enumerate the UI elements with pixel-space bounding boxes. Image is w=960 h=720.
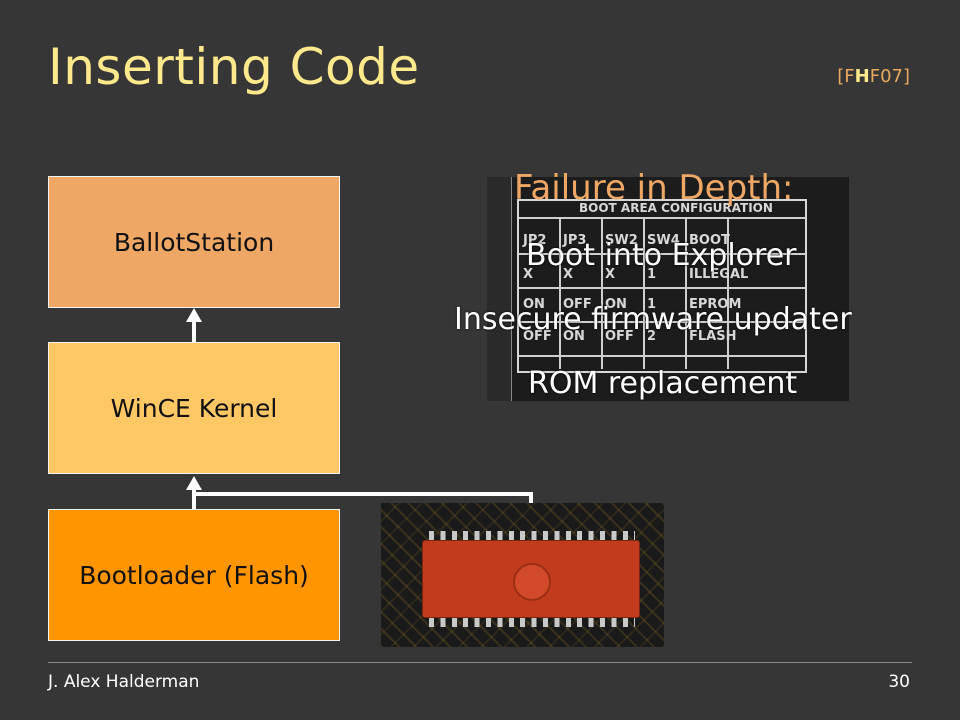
arrow-kernel-to-ballot-head (186, 308, 202, 322)
table-line (727, 217, 729, 369)
bootloader-box: Bootloader (Flash) (48, 509, 340, 641)
config-column-label: BOOT (689, 233, 730, 248)
config-cell: X (523, 267, 534, 282)
failure-heading: Failure in Depth: (514, 168, 794, 208)
table-line (685, 217, 687, 369)
config-cell: ON (523, 297, 545, 312)
table-line (601, 217, 603, 369)
arrow-boot-to-kernel-head (186, 476, 202, 490)
table-line (519, 355, 805, 357)
config-cell: X (605, 267, 616, 282)
citation-bold: H (854, 66, 870, 87)
chip-pins-bottom (429, 617, 635, 627)
failure-item-boot-explorer: Boot into Explorer (526, 238, 797, 273)
table-line (519, 287, 805, 289)
page-number: 30 (888, 672, 910, 692)
slide-title: Inserting Code (48, 38, 420, 96)
config-cell: 1 (647, 297, 657, 312)
footer-divider (48, 662, 912, 663)
board-edge (487, 177, 512, 401)
citation-close: F07] (869, 66, 910, 87)
config-column-label: SW4 (647, 233, 680, 248)
config-cell: EPROM (689, 297, 742, 312)
table-line (559, 217, 561, 369)
config-column-label: JP3 (563, 233, 587, 248)
config-cell: X (563, 267, 574, 282)
boot-config-table: BOOT AREA CONFIGURATION JP2 JP3 SW2 SW4 BOOT X… (517, 199, 807, 373)
wince-kernel-label: WinCE Kernel (110, 393, 278, 423)
config-cell: ON (605, 297, 627, 312)
ballotstation-box: BallotStation (48, 176, 340, 308)
table-line (643, 217, 645, 369)
config-cell: OFF (523, 329, 552, 344)
table-line (519, 253, 805, 255)
config-cell: ILLEGAL (689, 267, 749, 282)
config-cell: ON (563, 329, 585, 344)
config-cell: OFF (563, 297, 592, 312)
ballotstation-label: BallotStation (113, 227, 275, 257)
config-cell: OFF (605, 329, 634, 344)
wince-kernel-box: WinCE Kernel (48, 342, 340, 474)
citation-open: [F (837, 66, 855, 87)
table-line (519, 217, 805, 219)
failure-item-rom-replacement: ROM replacement (528, 366, 798, 401)
citation: [FHF07] (837, 66, 910, 87)
config-cell: 1 (647, 267, 657, 282)
chip-window (513, 563, 551, 601)
failure-item-firmware-updater: Insecure firmware updater (454, 302, 852, 337)
boot-config-photo: BOOT AREA CONFIGURATION JP2 JP3 SW2 SW4 BOOT X… (487, 177, 849, 401)
config-cell: 2 (647, 329, 657, 344)
config-column-label: JP2 (523, 233, 547, 248)
config-cell: FLASH (689, 329, 737, 344)
footer-author: J. Alex Halderman (48, 672, 200, 692)
config-header-text: BOOT AREA CONFIGURATION (579, 201, 773, 215)
chip-pins-top (429, 531, 635, 541)
table-line (519, 321, 805, 323)
rom-chip-photo (381, 503, 664, 647)
bootloader-label: Bootloader (Flash) (79, 560, 309, 590)
config-column-label: SW2 (605, 233, 638, 248)
